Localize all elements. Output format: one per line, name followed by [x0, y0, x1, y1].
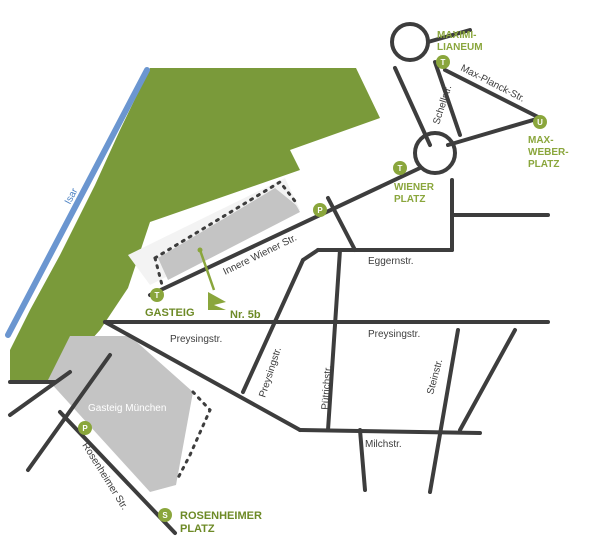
preysing-street-label-right: Preysingstr. [368, 329, 420, 340]
tram-badge-wiener-platz: T [393, 161, 407, 175]
destination-pointer [198, 249, 216, 291]
dotted-area-north [153, 180, 300, 260]
ubahn-badge-max-weber-platz: U [533, 115, 547, 129]
sbahn-badge-rosenheimer-platz: S [158, 508, 172, 522]
destination-flag-icon [208, 292, 226, 310]
svg-text:T: T [398, 164, 403, 173]
gasteig-muenchen-label: Gasteig München [88, 403, 166, 414]
svg-text:P: P [317, 206, 323, 215]
milch-street-label: Milchstr. [365, 439, 402, 450]
max-weber-platz-label-line3: PLATZ [528, 159, 559, 170]
svg-text:T: T [155, 291, 160, 300]
dotted-area-south [176, 390, 212, 480]
svg-text:P: P [82, 424, 88, 433]
preysing-street-label-left: Preysingstr. [170, 334, 222, 345]
wiener-platz-label-line2: PLATZ [394, 194, 425, 205]
svg-text:U: U [537, 118, 543, 127]
gasteig-label: GASTEIG [145, 307, 195, 319]
tram-badge-gasteig: T [150, 288, 164, 302]
wiener-platz-label-line1: WIENER [394, 182, 435, 193]
rosenheimer-platz-label-line2: PLATZ [180, 523, 215, 535]
maximilianeum-label-line1: MAXIMI- [437, 30, 476, 41]
park-area [10, 68, 380, 380]
eggern-street-label: Eggernstr. [368, 256, 414, 267]
stein-street-label: Steinstr. [425, 358, 445, 396]
rosenheimer-platz-label-line1: ROSENHEIMER [180, 510, 262, 522]
parking-badge-rosenheimer: P [78, 421, 92, 435]
isar-river [5, 67, 150, 338]
destination-label: Nr. 5b [230, 309, 261, 321]
svg-text:T: T [441, 58, 446, 67]
tram-badge-maximilianeum: T [436, 55, 450, 69]
maximilianeum-label-line2: LIANEUM [437, 42, 483, 53]
gasteig-north-building [158, 188, 300, 280]
puetrich-street-label: Pütrichstr. [320, 365, 334, 410]
parking-badge-innere-wiener: P [313, 203, 327, 217]
road-network [8, 22, 550, 535]
max-weber-platz-label-line2: WEBER- [528, 147, 569, 158]
destination-dot [197, 247, 203, 253]
gasteig-muenchen-building [48, 336, 193, 492]
max-weber-platz-label-line1: MAX- [528, 135, 554, 146]
svg-text:S: S [162, 511, 168, 520]
dotted-area-north-left [153, 256, 164, 287]
